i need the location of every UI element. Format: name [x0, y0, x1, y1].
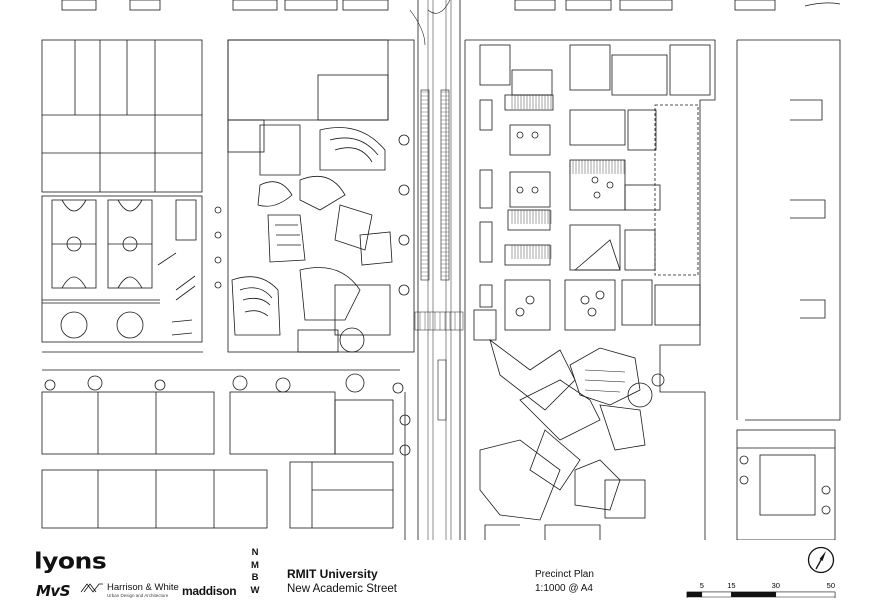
scale-bar-label: 30: [772, 581, 780, 590]
academic-street-block: [464, 39, 716, 540]
scale-bar-label: 15: [727, 581, 735, 590]
harrison-white-subtitle: Urban Design and Architecture: [107, 593, 169, 598]
scale-bar-segment: [686, 591, 703, 598]
right-buildings: [736, 39, 841, 540]
harrison-white-mark-icon: [80, 583, 103, 593]
sheet-title: Precinct Plan: [535, 569, 594, 580]
precinct-plan-drawing: [41, 0, 841, 540]
left-block: [41, 39, 203, 343]
road-corridor: [409, 0, 464, 540]
scale-bar-label: 50: [827, 581, 835, 590]
scale-bar-segments: [686, 591, 836, 598]
maddison-logo: maddison: [182, 584, 237, 598]
scale-bar-label: 5: [700, 581, 704, 590]
sheet-scale: 1:1000 @ A4: [535, 583, 593, 594]
scale-bar-labels: 5 15 30 50: [700, 581, 835, 590]
nmbw-letter: W: [250, 584, 260, 596]
scale-bar-segment: [775, 591, 836, 598]
harrison-white-logo: Harrison & White Urban Design and Archit…: [80, 581, 190, 603]
bottom-left-blocks: [41, 351, 411, 540]
project-subtitle: New Academic Street: [287, 583, 397, 595]
mvs-logo: MvS: [36, 582, 71, 600]
top-street-frontage: [61, 0, 841, 11]
lyons-logo: lyons: [34, 548, 107, 575]
nmbw-letter: M: [251, 559, 259, 571]
nmbw-letter: B: [251, 572, 259, 583]
harrison-white-name: Harrison & White: [107, 582, 179, 593]
project-title: RMIT University: [287, 567, 378, 581]
north-arrow-icon: [807, 546, 835, 574]
scale-bar: 5 15 30 50: [686, 581, 836, 598]
nmbw-logo: N M B W: [249, 547, 261, 597]
scale-bar-segment: [701, 591, 732, 598]
theatre-block: [214, 39, 415, 353]
scale-bar-segment: [731, 591, 777, 598]
nmbw-letter: N: [251, 547, 259, 558]
title-block: lyons MvS Harrison & White Urban Design …: [0, 540, 880, 610]
